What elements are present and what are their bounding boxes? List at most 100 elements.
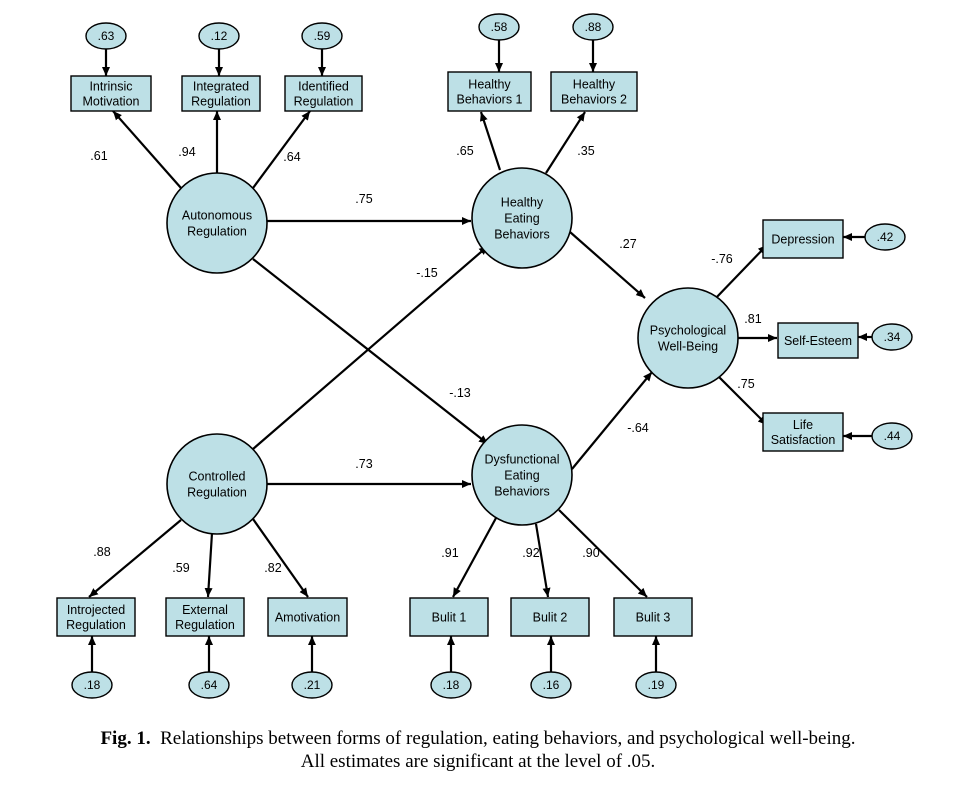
error-value-introjected: .18 — [84, 678, 101, 692]
path-arrow-controlled-external — [204, 532, 214, 598]
latent-healthy — [471, 167, 573, 269]
indicator-label-selfesteem: Self-Esteem — [784, 334, 852, 348]
error-term-integrated — [198, 22, 240, 50]
path-weight-auto-dysfunctional: -.13 — [449, 386, 471, 400]
indicator-bulit3 — [613, 597, 693, 637]
indicator-label-integrated: Regulation — [191, 95, 251, 109]
error-value-bulit2: .16 — [543, 678, 560, 692]
indicator-label-lifesat: Life — [793, 418, 813, 432]
error-value-hb1: .58 — [491, 20, 508, 34]
indicator-label-amotivation: Amotivation — [275, 611, 340, 625]
latent-label-wellbeing: Psychological — [650, 324, 726, 338]
error-term-identified — [301, 22, 343, 50]
error-term-hb2 — [572, 13, 614, 41]
indicator-hb2 — [550, 71, 638, 112]
path-arrow-wellbeing-depression — [713, 244, 768, 301]
error-value-bulit1: .18 — [443, 678, 460, 692]
error-term-introjected — [71, 671, 113, 699]
indicator-selfesteem — [777, 322, 859, 359]
error-term-bulit3 — [635, 671, 677, 699]
path-arrow-auto-intrinsic — [112, 110, 182, 189]
path-weight-dysfunctional-bulit1: .91 — [441, 546, 458, 560]
indicator-label-introjected: Introjected — [67, 603, 125, 617]
latent-dysfunctional — [471, 424, 573, 526]
latent-autonomous — [166, 172, 268, 274]
indicator-label-bulit3: Bulit 3 — [636, 611, 671, 625]
latent-label-dysfunctional: Dysfunctional — [484, 453, 559, 467]
path-arrow-healthy-hb1 — [479, 111, 502, 171]
indicator-introjected — [56, 597, 136, 637]
indicator-label-hb1: Behaviors 1 — [456, 93, 522, 107]
indicator-label-identified: Identified — [298, 80, 349, 94]
path-weight-auto-intrinsic: .61 — [90, 149, 107, 163]
indicator-integrated — [181, 75, 261, 112]
indicator-bulit1 — [409, 597, 489, 637]
indicator-label-lifesat: Satisfaction — [771, 433, 836, 447]
path-arrow-controlled-introjected — [88, 519, 182, 598]
error-value-intrinsic: .63 — [98, 29, 115, 43]
error-term-intrinsic — [85, 22, 127, 50]
path-weight-healthy-hb2: .35 — [577, 144, 594, 158]
indicator-lifesat — [762, 412, 844, 452]
path-weight-controlled-introjected: .88 — [93, 545, 110, 559]
path-weight-wellbeing-depression: -.76 — [711, 252, 733, 266]
indicator-depression — [762, 219, 844, 259]
indicator-label-hb1: Healthy — [468, 78, 511, 92]
error-value-selfesteem: .34 — [884, 330, 901, 344]
path-arrow-auto-dysfunctional — [252, 258, 489, 445]
path-weight-healthy-hb1: .65 — [456, 144, 473, 158]
indicator-label-bulit1: Bulit 1 — [432, 611, 467, 625]
path-weight-dysfunctional-bulit3: .90 — [582, 546, 599, 560]
latent-label-autonomous: Autonomous — [182, 209, 252, 223]
path-weight-controlled-amotivation: .82 — [264, 561, 281, 575]
error-value-depression: .42 — [877, 230, 894, 244]
path-arrow-dysfunctional-bulit1 — [452, 517, 497, 598]
error-value-bulit3: .19 — [648, 678, 665, 692]
latent-controlled — [166, 433, 268, 535]
caption-line-2: All estimates are significant at the lev… — [300, 751, 656, 772]
latent-label-healthy: Eating — [504, 212, 539, 226]
caption-line-1: Relationships between forms of regulatio… — [160, 728, 856, 749]
latent-label-controlled: Controlled — [189, 470, 246, 484]
error-term-amotivation — [291, 671, 333, 699]
latent-wellbeing — [637, 287, 739, 389]
indicator-label-integrated: Integrated — [193, 80, 249, 94]
path-arrow-controlled-amotivation — [252, 518, 309, 598]
path-weight-healthy-wellbeing: .27 — [619, 237, 636, 251]
figure-caption: Fig. 1. Relationships between forms of r… — [0, 727, 956, 773]
path-arrow-controlled-healthy — [252, 245, 489, 450]
error-value-integrated: .12 — [211, 29, 228, 43]
error-value-lifesat: .44 — [884, 429, 901, 443]
indicator-identified — [284, 75, 363, 112]
error-term-depression — [864, 223, 906, 251]
latent-label-dysfunctional: Eating — [504, 469, 539, 483]
indicator-hb1 — [447, 71, 532, 112]
latent-label-healthy: Behaviors — [494, 228, 550, 242]
path-diagram: .61 .94 .64 .65 .35 .75 .27 -.15 -.13 .73 -.64 -.76… — [56, 13, 913, 699]
indicator-label-hb2: Behaviors 2 — [561, 93, 627, 107]
error-term-lifesat — [871, 422, 913, 450]
path-arrow-healthy-wellbeing — [569, 231, 646, 299]
latent-label-wellbeing: Well-Being — [658, 340, 718, 354]
indicator-label-introjected: Regulation — [66, 618, 126, 632]
path-arrow-dysfunctional-bulit2 — [534, 523, 551, 598]
path-weight-dysfunctional-wellbeing: -.64 — [627, 421, 649, 435]
path-weight-auto-integrated: .94 — [178, 145, 195, 159]
error-term-selfesteem — [871, 323, 913, 351]
indicator-bulit2 — [510, 597, 590, 637]
indicator-intrinsic — [70, 75, 152, 112]
indicator-label-identified: Regulation — [294, 95, 354, 109]
error-value-hb2: .88 — [585, 20, 602, 34]
path-weight-controlled-healthy: -.15 — [416, 266, 438, 280]
path-weight-auto-healthy: .75 — [355, 192, 372, 206]
error-value-external: .64 — [201, 678, 218, 692]
path-weight-controlled-dysfunctional: .73 — [355, 457, 372, 471]
latent-label-autonomous: Regulation — [187, 225, 247, 239]
path-weight-controlled-external: .59 — [172, 561, 189, 575]
indicator-label-external: External — [182, 603, 228, 617]
figure-label: Fig. 1. — [100, 728, 151, 749]
error-value-identified: .59 — [314, 29, 331, 43]
path-arrow-dysfunctional-wellbeing — [571, 371, 653, 470]
error-value-amotivation: .21 — [304, 678, 321, 692]
path-weight-auto-identified: .64 — [283, 150, 300, 164]
